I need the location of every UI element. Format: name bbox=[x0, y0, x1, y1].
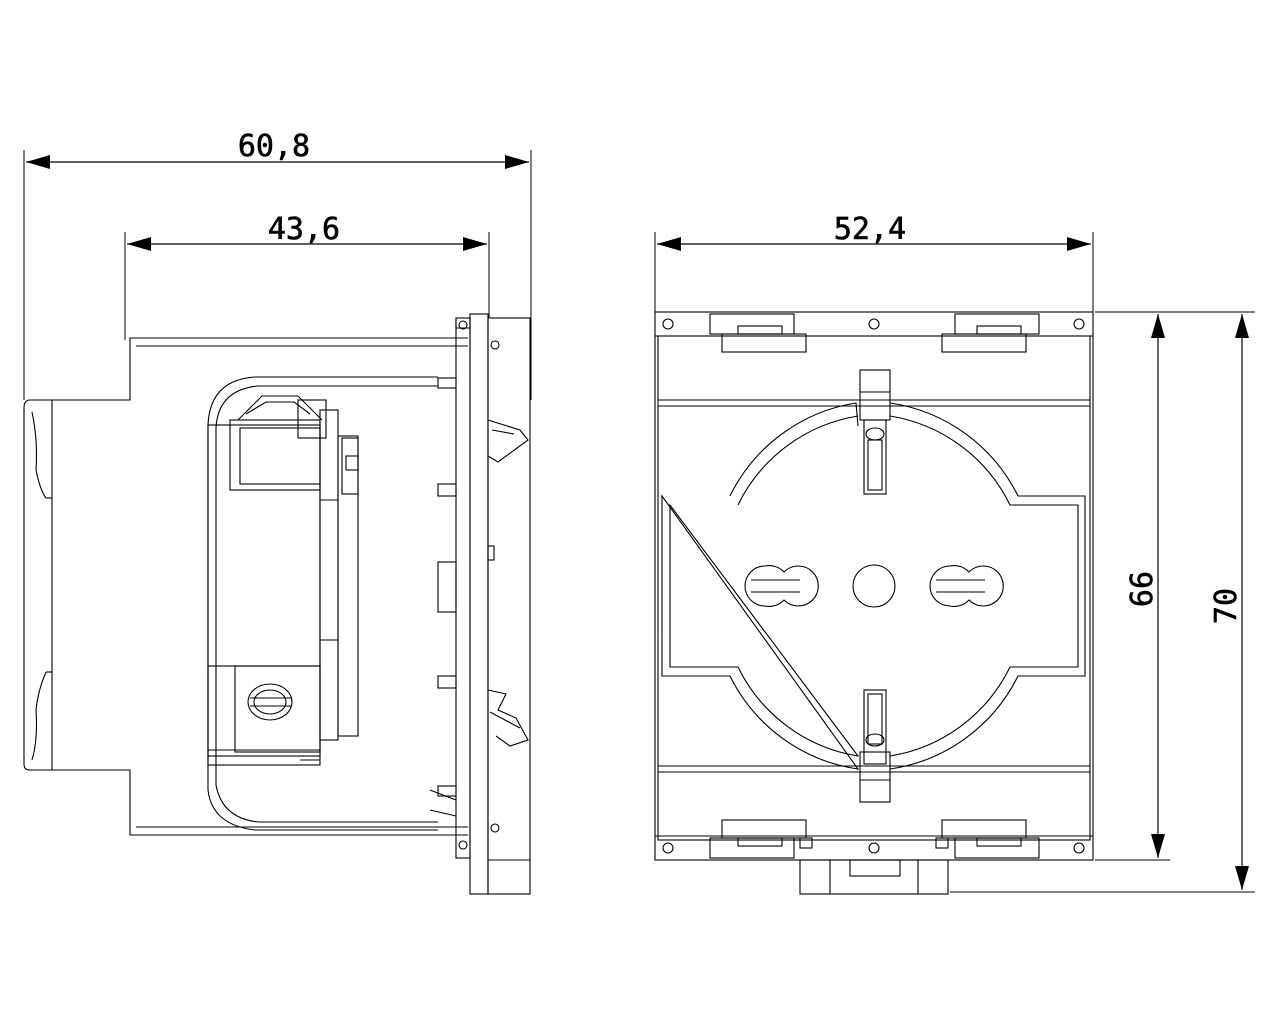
dimension-front-height-inner: 66 bbox=[1095, 311, 1255, 861]
dimension-label-43-6: 43,6 bbox=[268, 212, 340, 247]
dimension-body-depth: 43,6 bbox=[124, 212, 490, 340]
dimension-label-66: 66 bbox=[1125, 571, 1160, 607]
dimension-overall-depth: 60,8 bbox=[23, 129, 532, 400]
dimension-label-52-4: 52,4 bbox=[834, 212, 906, 247]
dimension-front-height-outer: 70 bbox=[950, 314, 1255, 893]
dimension-label-70: 70 bbox=[1209, 588, 1244, 624]
dimension-label-60-8: 60,8 bbox=[238, 129, 310, 164]
front-view bbox=[654, 311, 1094, 895]
dimension-front-width: 52,4 bbox=[654, 212, 1094, 312]
side-view bbox=[23, 313, 531, 895]
